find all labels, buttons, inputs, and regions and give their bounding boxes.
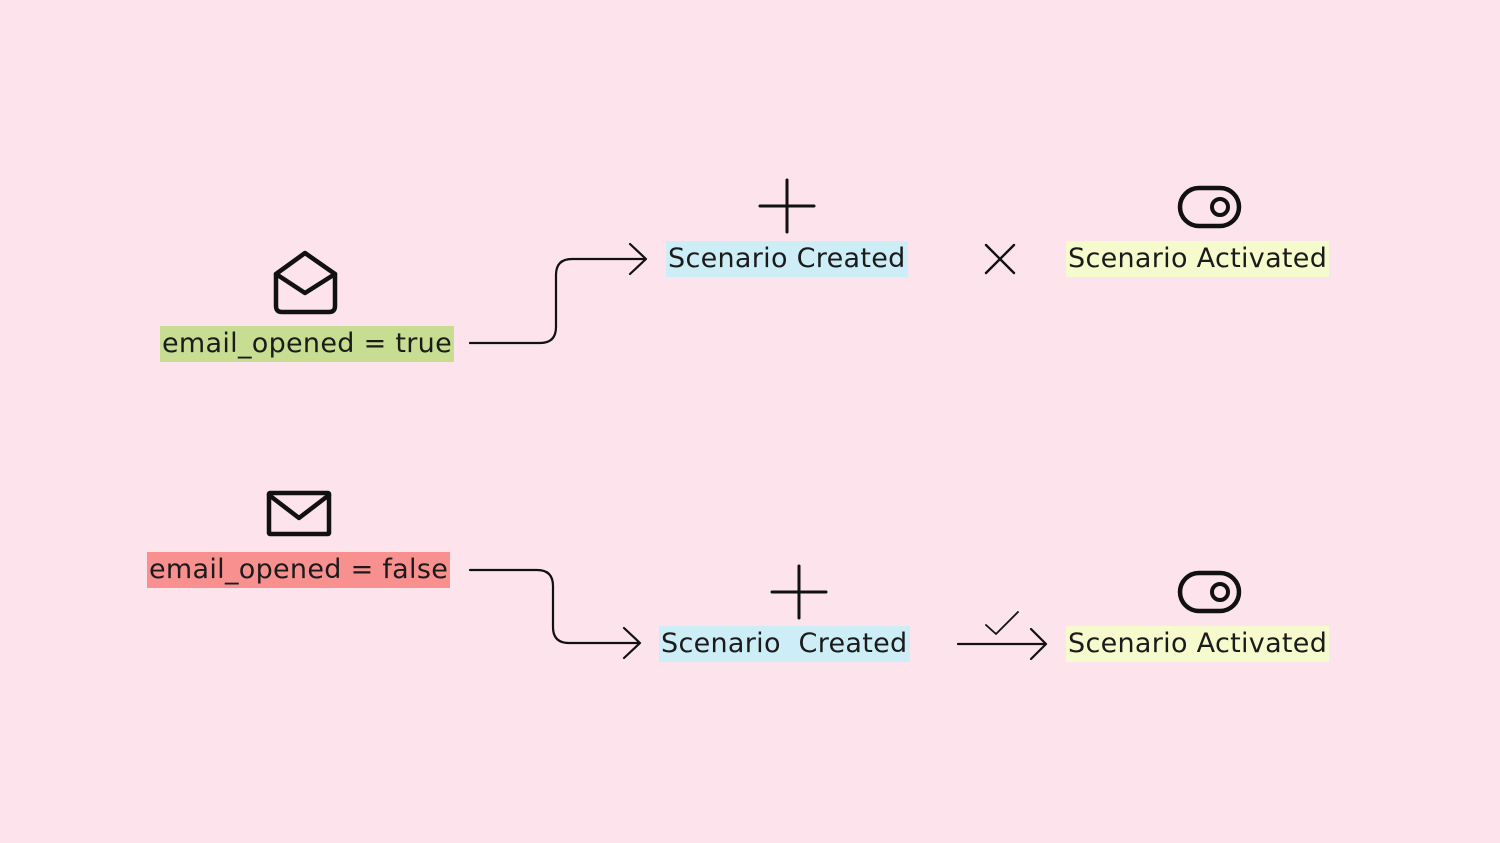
toggle-icon: [1177, 570, 1242, 614]
connector-arrow: [468, 242, 648, 345]
plus-icon: [758, 178, 816, 234]
envelope-open-icon: [273, 250, 338, 315]
condition-label-true: email_opened = true: [160, 326, 454, 362]
cross-icon: [984, 243, 1016, 275]
scenario-created-label: Scenario Created: [659, 626, 910, 662]
connector-arrow: [468, 568, 642, 660]
scenario-activated-label: Scenario Activated: [1066, 626, 1330, 662]
scenario-activated-label: Scenario Activated: [1066, 241, 1330, 277]
condition-label-false: email_opened = false: [147, 552, 451, 588]
scenario-created-label: Scenario Created: [666, 241, 908, 277]
toggle-icon: [1177, 185, 1242, 229]
envelope-closed-icon: [266, 490, 332, 537]
checkmark-arrow-icon: [956, 611, 1048, 661]
plus-icon: [770, 564, 828, 620]
